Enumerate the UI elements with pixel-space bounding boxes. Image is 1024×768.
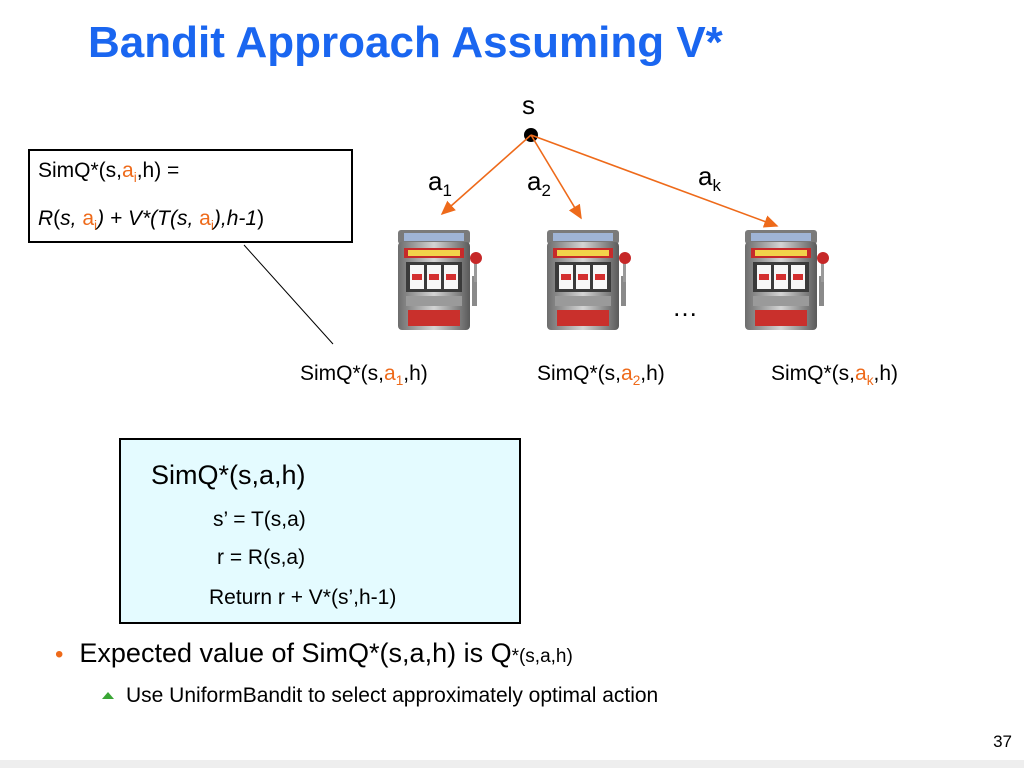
edge-ak — [530, 134, 779, 228]
code-line-3: Return r + V*(s’,h-1) — [209, 586, 397, 609]
slot-machine-icon — [547, 230, 631, 330]
triangle-bullet-icon — [102, 692, 114, 699]
bullet-main: •Expected value of SimQ*(s,a,h) is Q*(s,… — [55, 638, 573, 668]
page-number: 37 — [993, 732, 1012, 751]
callout-line — [243, 244, 334, 345]
action-label-a1: a1 — [428, 166, 452, 200]
bullet-dot-icon: • — [55, 641, 64, 668]
slot-machine-icon — [745, 230, 829, 330]
code-line-2: r = R(s,a) — [217, 546, 306, 569]
machine-label-1: SimQ*(s,a1,h) — [300, 362, 428, 388]
edge-a1 — [440, 134, 532, 216]
slot-machine-icon — [398, 230, 482, 330]
bullet-sub: Use UniformBandit to select approximatel… — [102, 684, 658, 708]
bottom-bar — [0, 760, 1024, 768]
machine-label-2: SimQ*(s,a2,h) — [537, 362, 665, 388]
definition-line-2: R(s, ai) + V*(T(s, ai),h-1) — [38, 207, 265, 233]
code-signature: SimQ*(s,a,h) — [151, 460, 306, 490]
root-label: s — [522, 90, 535, 120]
ellipsis: … — [672, 292, 698, 322]
action-label-ak: ak — [698, 161, 721, 195]
code-line-1: s’ = T(s,a) — [213, 508, 306, 531]
machine-label-k: SimQ*(s,ak,h) — [771, 362, 899, 388]
code-box: SimQ*(s,a,h) s’ = T(s,a) r = R(s,a) Retu… — [119, 438, 521, 624]
edge-a2 — [530, 134, 582, 220]
definition-line-1: SimQ*(s,ai,h) = — [38, 159, 180, 185]
slide-title: Bandit Approach Assuming V* — [88, 18, 723, 67]
action-label-a2: a2 — [527, 166, 551, 200]
definition-box: SimQ*(s,ai,h) = R(s, ai) + V*(T(s, ai),h… — [28, 149, 353, 243]
